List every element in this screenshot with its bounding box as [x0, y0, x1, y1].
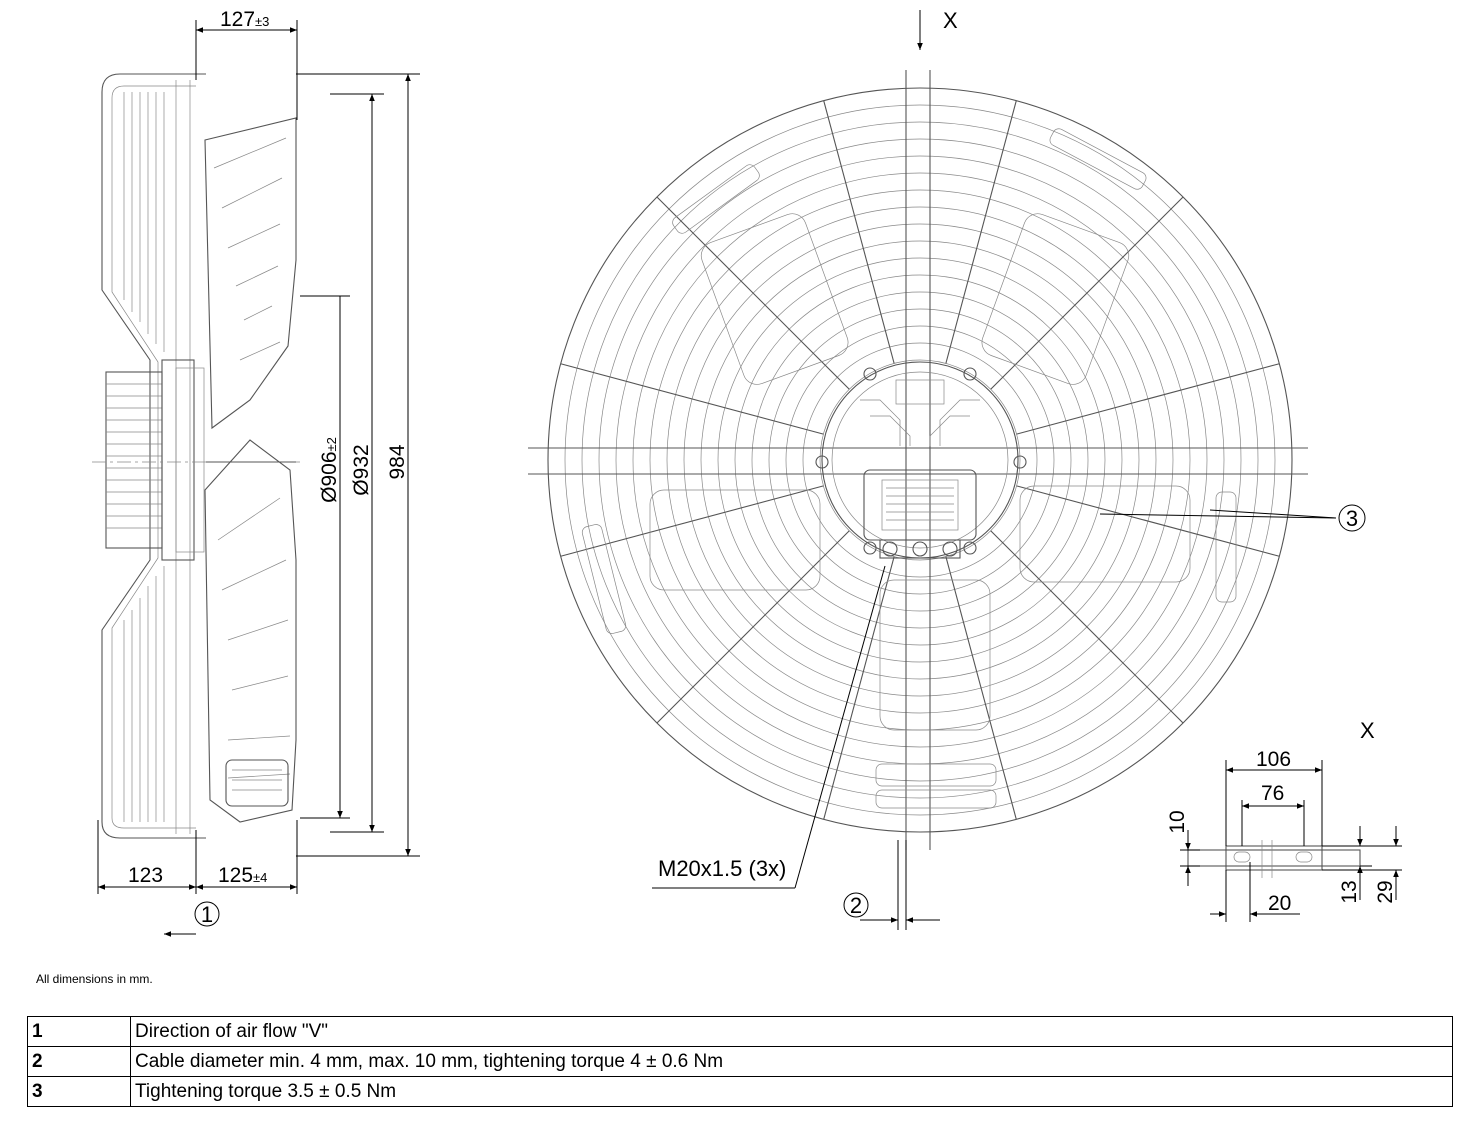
- dim-20: 20: [1268, 892, 1291, 915]
- guard-spoke: [945, 556, 1017, 820]
- guard-spoke: [560, 485, 824, 557]
- guard-ring: [734, 274, 1106, 646]
- dim-10: 10: [1166, 810, 1189, 833]
- legend-text: Direction of air flow "V": [130, 1016, 1453, 1047]
- dim-123: 123: [128, 864, 163, 887]
- dim-13: 13: [1338, 880, 1361, 903]
- dim-127-tol: ±3: [255, 14, 269, 29]
- legend-num: 2: [27, 1046, 131, 1077]
- legend-text: Cable diameter min. 4 mm, max. 10 mm, ti…: [130, 1046, 1453, 1077]
- front-view: [528, 70, 1308, 850]
- guard-ring: [700, 240, 1140, 680]
- guard-ring: [802, 342, 1038, 578]
- guard-ring: [717, 257, 1123, 663]
- legend-num: 1: [27, 1016, 131, 1047]
- dim-29: 29: [1374, 880, 1397, 903]
- guard-spoke: [990, 196, 1184, 390]
- guard-ring: [598, 138, 1242, 782]
- guard-spoke: [823, 556, 895, 820]
- guard-spoke: [1016, 363, 1280, 435]
- guard-ring: [547, 87, 1293, 833]
- detail-x-view: X 106 76 10 20 13 29: [1166, 718, 1402, 922]
- dim-906: Ø906: [318, 452, 341, 503]
- legend-row: 1 Direction of air flow "V": [27, 1016, 1453, 1047]
- legend-row: 2 Cable diameter min. 4 mm, max. 10 mm, …: [27, 1046, 1453, 1077]
- guard-ring: [564, 104, 1276, 816]
- front-view-annotations: X 3 M20x1.5 (3x) 2: [652, 8, 1366, 930]
- guard-ring: [768, 308, 1072, 612]
- technical-drawing: 127±3 984 Ø932 Ø906±2 123 125±4 1: [92, 8, 1402, 937]
- side-view-dimensions: 127±3 984 Ø932 Ø906±2 123 125±4 1: [97, 8, 420, 937]
- guard-ring: [666, 206, 1174, 714]
- units-note: All dimensions in mm.: [36, 972, 153, 986]
- guard-ring: [683, 223, 1157, 697]
- dim-125: 125: [218, 864, 253, 887]
- dim-76: 76: [1261, 782, 1284, 805]
- guard-ring: [785, 325, 1055, 595]
- dim-984: 984: [386, 444, 409, 479]
- guard-spoke: [656, 530, 850, 724]
- guard-spoke: [945, 100, 1017, 364]
- view-label-x-top: X: [943, 8, 958, 33]
- marker-2: 2: [850, 893, 862, 918]
- legend-text: Tightening torque 3.5 ± 0.5 Nm: [130, 1076, 1453, 1107]
- dim-906-tol: ±2: [324, 437, 339, 451]
- side-view: [92, 73, 300, 839]
- svg-text:127±3: 127±3: [220, 8, 269, 31]
- dim-125-tol: ±4: [253, 870, 267, 885]
- guard-spoke: [560, 363, 824, 435]
- svg-text:125±4: 125±4: [218, 864, 267, 887]
- dim-932: Ø932: [350, 444, 373, 495]
- guard-ring: [632, 172, 1208, 748]
- marker-3: 3: [1346, 506, 1358, 531]
- legend-table: 1 Direction of air flow "V" 2 Cable diam…: [27, 1016, 1453, 1107]
- guard-spoke: [990, 530, 1184, 724]
- guard-spoke: [1016, 485, 1280, 557]
- guard-spoke: [823, 100, 895, 364]
- legend-num: 3: [27, 1076, 131, 1107]
- view-label-x-detail: X: [1360, 718, 1375, 743]
- guard-ring: [819, 359, 1021, 561]
- dim-127: 127: [220, 8, 255, 31]
- thread-label: M20x1.5 (3x): [658, 856, 786, 881]
- guard-spoke: [656, 196, 850, 390]
- svg-text:Ø906±2: Ø906±2: [318, 437, 341, 503]
- marker-1: 1: [201, 902, 213, 927]
- guard-ring: [581, 121, 1259, 799]
- guard-ring: [751, 291, 1089, 629]
- dim-106: 106: [1256, 748, 1291, 771]
- legend-row: 3 Tightening torque 3.5 ± 0.5 Nm: [27, 1076, 1453, 1107]
